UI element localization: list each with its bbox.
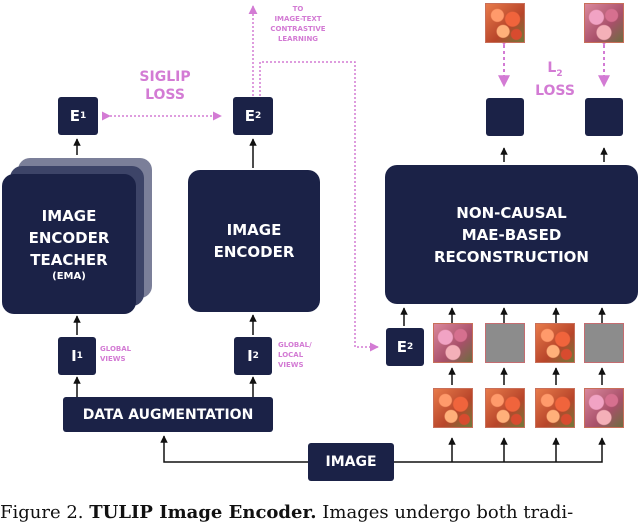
e2-subscript: 2 bbox=[254, 111, 262, 121]
teacher-label-line4: (EMA) bbox=[52, 271, 86, 282]
connector-lines bbox=[73, 5, 610, 463]
teacher-label-line1: IMAGE bbox=[41, 207, 97, 225]
siglip-line2: LOSS bbox=[145, 87, 185, 103]
masked-patch-1 bbox=[485, 323, 525, 363]
contrastive-label: TO IMAGE-TEXT CONTRASTIVE LEARNING bbox=[258, 4, 338, 44]
reconstruction-output-2 bbox=[585, 98, 623, 136]
global-local-line1: GLOBAL/ bbox=[278, 341, 312, 349]
image-input: IMAGE bbox=[308, 443, 394, 481]
contrastive-line1: TO bbox=[292, 5, 304, 13]
image-encoder: IMAGE ENCODER bbox=[188, 170, 320, 312]
e1-subscript: 1 bbox=[79, 111, 87, 121]
image-patch-1 bbox=[433, 388, 473, 428]
diagram: IMAGE ENCODER TEACHER (EMA) IMAGE ENCODE… bbox=[2, 3, 638, 481]
global-local-line3: VIEWS bbox=[278, 361, 304, 369]
image-label: IMAGE bbox=[325, 454, 377, 470]
l2-loss-word: LOSS bbox=[535, 82, 575, 99]
l2-loss-label: L2 LOSS bbox=[527, 60, 583, 100]
figure-caption: Figure 2. TULIP Image Encoder. Images un… bbox=[0, 502, 640, 523]
caption-prefix: Figure 2. bbox=[0, 502, 90, 523]
image-encoder-teacher: IMAGE ENCODER TEACHER (EMA) bbox=[2, 174, 136, 314]
visible-patch-2 bbox=[535, 323, 575, 363]
target-patch-2 bbox=[584, 3, 624, 43]
global-local-line2: LOCAL bbox=[278, 351, 304, 359]
encoder-label-line1: IMAGE bbox=[226, 221, 282, 239]
global-views-label: GLOBAL VIEWS bbox=[100, 344, 140, 364]
image-patch-4 bbox=[584, 388, 624, 428]
mae-reconstruction: NON-CAUSAL MAE-BASED RECONSTRUCTION bbox=[385, 165, 638, 304]
data-augmentation-label: DATA AUGMENTATION bbox=[82, 406, 254, 423]
image-patch-3 bbox=[535, 388, 575, 428]
l2-subscript: 2 bbox=[556, 68, 563, 79]
e2-right-subscript: 2 bbox=[406, 342, 414, 352]
caption-text: Images undergo both tradi- bbox=[316, 502, 574, 523]
data-augmentation: DATA AUGMENTATION bbox=[63, 397, 273, 432]
e2-right-label: E bbox=[396, 338, 407, 356]
contrastive-line3: CONTRASTIVE bbox=[270, 25, 326, 33]
masked-patch-2 bbox=[584, 323, 624, 363]
siglip-line1: SIGLIP bbox=[139, 69, 191, 85]
contrastive-line4: LEARNING bbox=[277, 35, 319, 43]
e2-label: E bbox=[244, 107, 255, 125]
global-views-line2: VIEWS bbox=[100, 355, 126, 363]
global-views-line1: GLOBAL bbox=[100, 345, 132, 353]
l2-letter: L bbox=[547, 60, 557, 76]
image-patch-2 bbox=[485, 388, 525, 428]
i1-subscript: 1 bbox=[76, 351, 83, 361]
siglip-loss-label: SIGLIP LOSS bbox=[118, 68, 212, 104]
i2-subscript: 2 bbox=[252, 351, 259, 361]
visible-patch-1 bbox=[433, 323, 473, 363]
global-local-views-label: GLOBAL/ LOCAL VIEWS bbox=[278, 340, 322, 370]
encoder-label-line2: ENCODER bbox=[213, 243, 295, 261]
mae-label-line2: MAE-BASED bbox=[461, 225, 562, 244]
teacher-label-line2: ENCODER bbox=[28, 229, 110, 247]
target-patch-1 bbox=[485, 3, 525, 43]
e1-label: E bbox=[69, 107, 80, 125]
reconstruction-output-1 bbox=[486, 98, 524, 136]
i2-label: I bbox=[247, 347, 253, 365]
i1-label: I bbox=[71, 347, 77, 365]
contrastive-line2: IMAGE-TEXT bbox=[274, 15, 322, 23]
caption-title: TULIP Image Encoder. bbox=[89, 502, 317, 523]
teacher-label-line3: TEACHER bbox=[30, 251, 108, 269]
mae-label-line1: NON-CAUSAL bbox=[456, 203, 567, 222]
mae-label-line3: RECONSTRUCTION bbox=[433, 247, 589, 266]
